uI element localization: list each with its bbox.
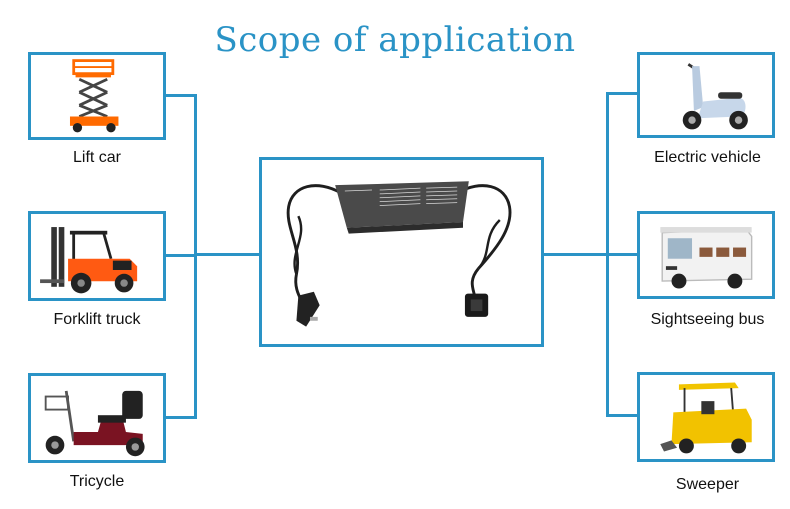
- tricycle-label: Tricycle: [69, 473, 125, 490]
- tricycle-image: [44, 390, 145, 457]
- scooter-label: Electric vehicle: [654, 149, 761, 166]
- sightseeing-bus-label: Sightseeing bus: [650, 311, 765, 328]
- connector-line: [165, 416, 196, 419]
- sightseeing-bus-box: [637, 211, 775, 299]
- sweeper-image: [660, 382, 752, 454]
- connector-line: [606, 414, 639, 417]
- forklift-box: [28, 211, 166, 301]
- forklift-label: Forklift truck: [53, 311, 141, 328]
- sweeper-label: Sweeper: [675, 476, 740, 493]
- connector-line: [194, 94, 197, 419]
- lift-car-image: [69, 59, 119, 133]
- lift-car-label: Lift car: [72, 149, 121, 166]
- sightseeing-bus-image: [660, 227, 753, 289]
- page-title: Scope of application: [214, 20, 576, 60]
- charger-image: [286, 181, 512, 327]
- connector-line: [606, 253, 639, 256]
- scooter-image: [682, 63, 748, 130]
- charger-box: [259, 157, 544, 347]
- connector-line: [165, 254, 196, 257]
- scooter-box: [637, 52, 775, 138]
- connector-line: [606, 92, 639, 95]
- sweeper-box: [637, 372, 775, 462]
- lift-car-box: [28, 52, 166, 140]
- connector-line: [194, 253, 260, 256]
- connector-line: [542, 253, 608, 256]
- connector-line: [165, 94, 196, 97]
- tricycle-box: [28, 373, 166, 463]
- forklift-image: [40, 227, 138, 294]
